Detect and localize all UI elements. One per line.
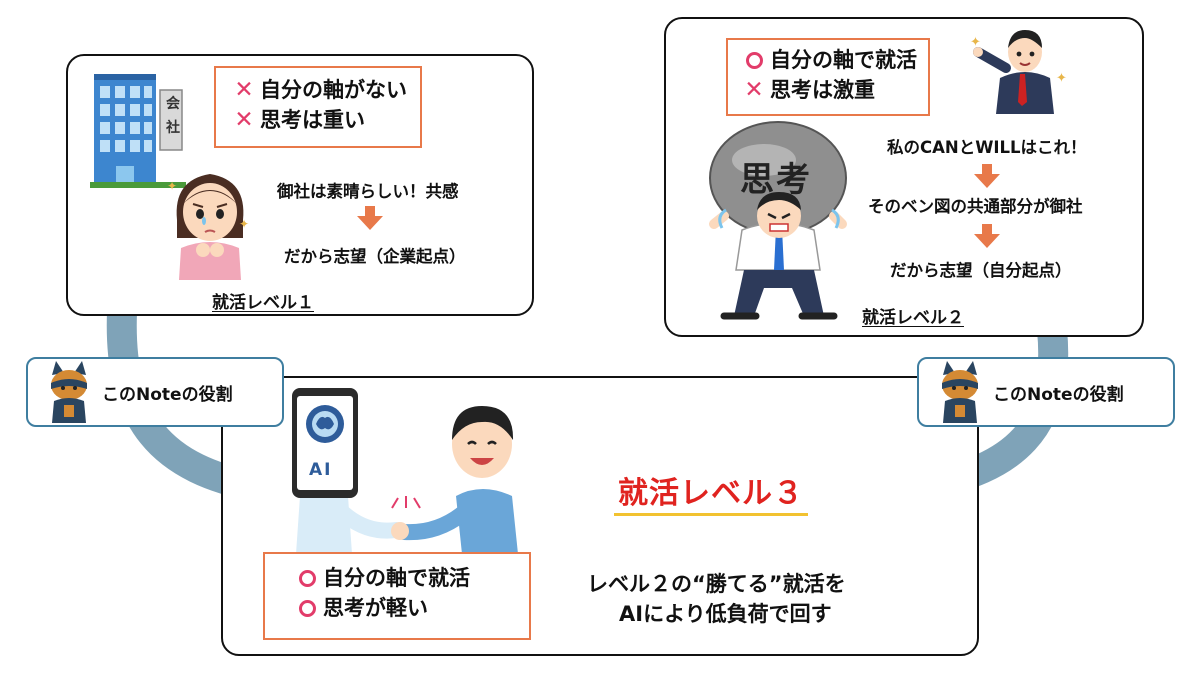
level1-point-2-text: 思考は重い xyxy=(260,108,365,133)
worried-student-icon: ✦ ✦ xyxy=(167,174,249,280)
circle-icon xyxy=(295,564,319,594)
level3-point-2-text: 思考が軽い xyxy=(323,596,428,621)
level2-step-3: だから志望（自分起点） xyxy=(890,261,1072,280)
level2-point-2-text: 思考は激重 xyxy=(770,78,875,103)
cross-icon: ✕ xyxy=(234,77,254,103)
level3-title: 就活レベル３ xyxy=(614,468,808,516)
role-pill-left: このNoteの役割 xyxy=(26,357,284,427)
down-arrow-icon xyxy=(974,164,1000,188)
office-building-icon xyxy=(90,74,186,188)
level1-point-1: ✕ 自分の軸がない xyxy=(232,76,420,106)
ai-handshake-icon xyxy=(292,388,518,554)
level1-points-box: ✕ 自分の軸がない ✕ 思考は重い xyxy=(214,66,422,148)
level3-desc-line-1: レベル２の“勝てる”就活を xyxy=(587,572,846,596)
level3-desc-line-2: AIにより低負荷で回す xyxy=(619,602,832,626)
level1-step-1: 御社は素晴らしい！共感 xyxy=(277,182,459,201)
role-pill-right-label: このNoteの役割 xyxy=(993,384,1124,405)
svg-text:✦: ✦ xyxy=(167,179,177,193)
boulder-carrier-icon xyxy=(709,121,847,320)
level3-point-1: 自分の軸で就活 xyxy=(295,564,529,594)
level2-point-1: 自分の軸で就活 xyxy=(742,46,928,76)
boulder-text: 思考 xyxy=(740,160,812,200)
level1-point-2: ✕ 思考は重い xyxy=(232,106,420,136)
svg-text:✦: ✦ xyxy=(970,35,981,50)
ai-screen-text: AI xyxy=(309,460,333,480)
level1-point-1-text: 自分の軸がない xyxy=(260,78,407,103)
level1-step-2: だから志望（企業起点） xyxy=(284,247,466,266)
level3-point-2: 思考が軽い xyxy=(295,594,529,624)
circle-icon xyxy=(295,594,319,624)
pointing-businessman-icon: ✦ ✦ xyxy=(970,30,1067,114)
cat-mascot-icon xyxy=(942,361,978,423)
level2-step-2: そのベン図の共通部分が御社 xyxy=(868,197,1083,216)
building-sign-char-2: 社 xyxy=(166,120,180,136)
cross-icon: ✕ xyxy=(744,76,764,103)
role-pill-left-label: このNoteの役割 xyxy=(102,384,233,405)
cat-mascot-icon xyxy=(51,361,87,423)
svg-text:✦: ✦ xyxy=(1056,71,1067,86)
role-pill-right: このNoteの役割 xyxy=(917,357,1175,427)
level2-point-2: ✕ 思考は激重 xyxy=(742,76,928,106)
level2-label: 就活レベル２ xyxy=(862,308,964,328)
svg-text:✦: ✦ xyxy=(239,217,249,231)
level2-points-box: 自分の軸で就活 ✕ 思考は激重 xyxy=(726,38,930,116)
down-arrow-icon xyxy=(974,224,1000,248)
cross-icon: ✕ xyxy=(234,106,254,133)
level2-point-1-text: 自分の軸で就活 xyxy=(770,48,917,73)
circle-icon xyxy=(742,46,766,76)
building-sign-char-1: 会 xyxy=(166,96,180,112)
level3-points-box: 自分の軸で就活 思考が軽い xyxy=(263,552,531,640)
level2-step-1: 私のCANとWILLはこれ！ xyxy=(887,138,1087,157)
down-arrow-icon xyxy=(357,206,383,230)
level1-label: 就活レベル１ xyxy=(212,293,314,313)
level3-point-1-text: 自分の軸で就活 xyxy=(323,566,470,591)
